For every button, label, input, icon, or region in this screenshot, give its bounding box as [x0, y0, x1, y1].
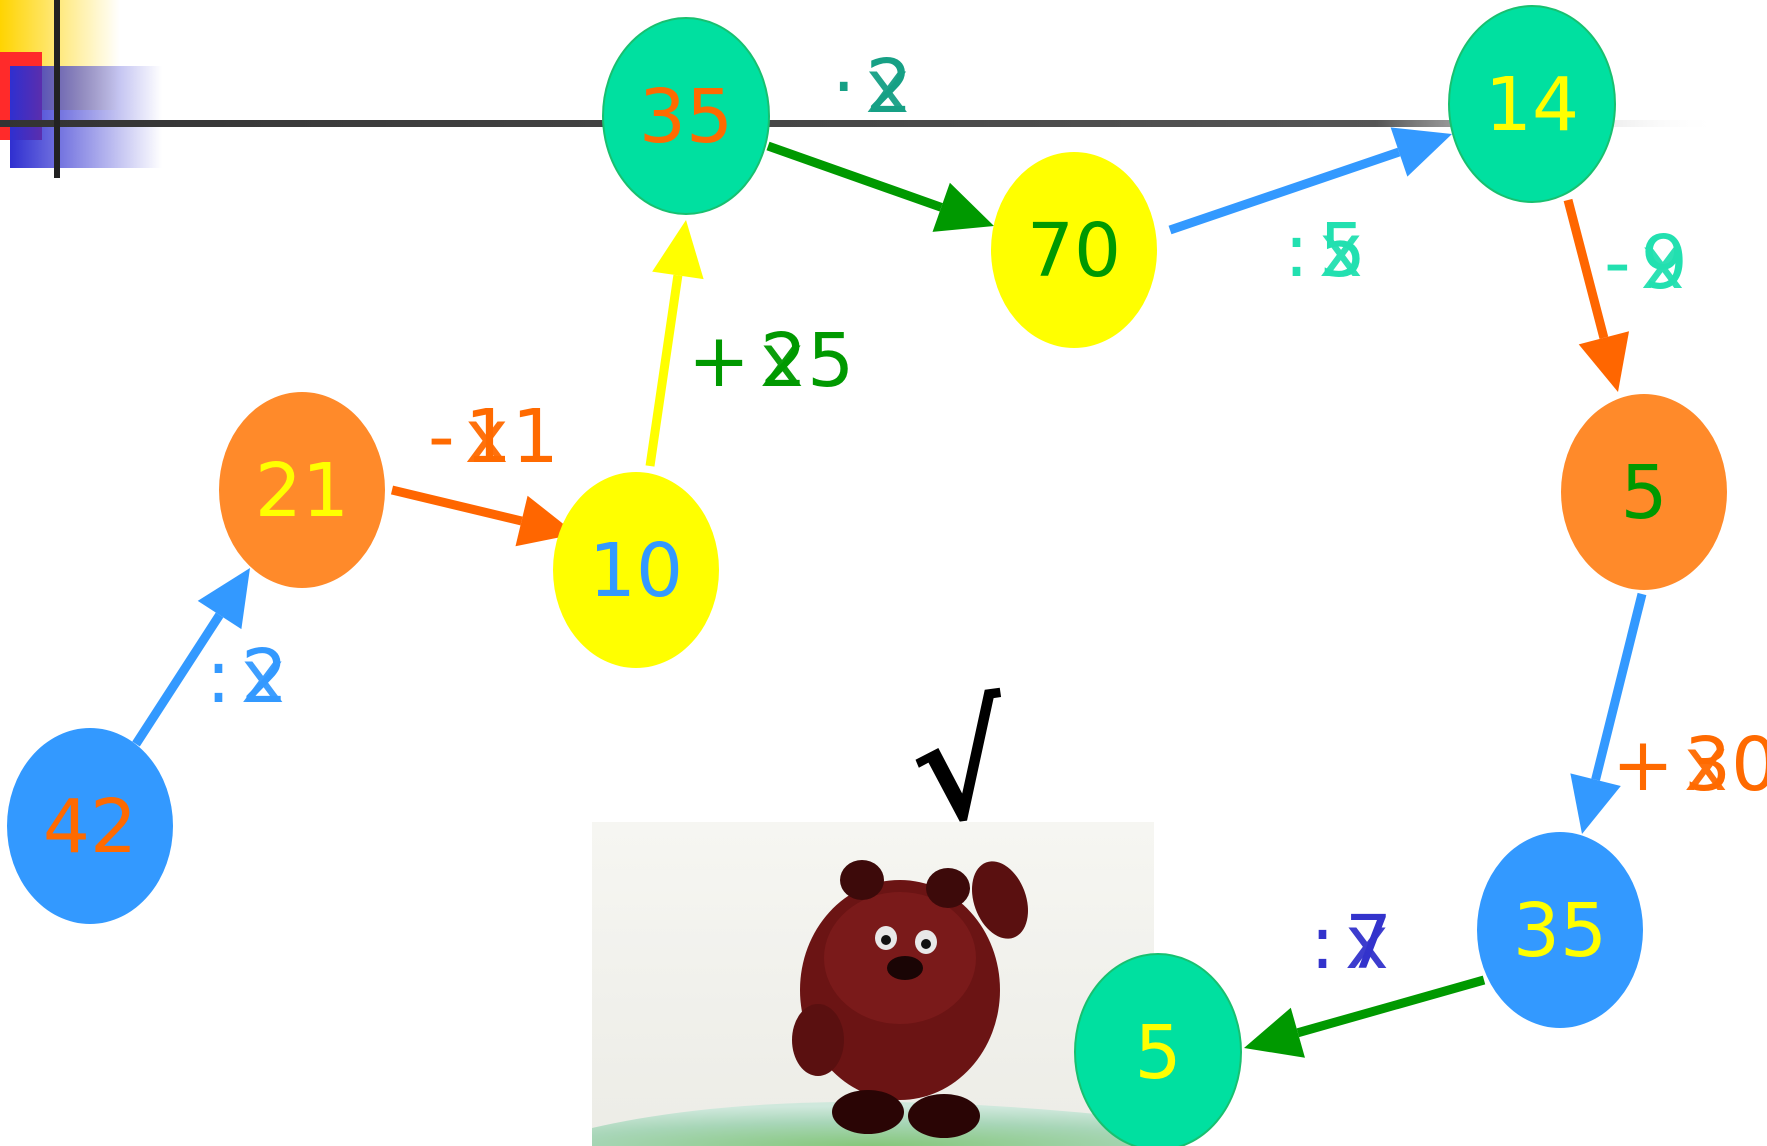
- operation-text: ·2: [832, 44, 913, 130]
- placeholder-x: x: [760, 318, 804, 404]
- node-n21: 21: [219, 392, 385, 588]
- operation-text: :7: [1310, 900, 1392, 986]
- arrows-layer: [132, 127, 1647, 1058]
- arrow-n35a-n70: [766, 141, 943, 212]
- node-circle: [553, 472, 719, 668]
- arrow-n10-n35a: [645, 274, 683, 467]
- decor-vertical-line: [54, 0, 60, 178]
- bear-cartoon-icon: [592, 822, 1154, 1146]
- decor-blue-block: [10, 66, 162, 168]
- node-circle: [1477, 832, 1643, 1028]
- node-circle: [991, 152, 1157, 348]
- placeholder-x: x: [1684, 722, 1728, 808]
- operand-value: 5: [1319, 208, 1366, 294]
- node-circle: [1448, 5, 1616, 203]
- placeholder-x: x: [1641, 220, 1685, 306]
- node-circle: [1561, 394, 1727, 590]
- bear-paw-raised: [971, 861, 1029, 939]
- arrow-n42-n21: [132, 612, 224, 747]
- node-value: 70: [1027, 208, 1121, 294]
- operator: +: [1612, 722, 1674, 808]
- operation-label-n35a-n70: ·2x: [832, 44, 913, 130]
- operation-label-n5a-n35b: +30x: [1612, 722, 1767, 808]
- operation-text: -9: [1604, 220, 1688, 306]
- bear-ear-right: [926, 868, 970, 908]
- operation-label-n10-n35a: +25x: [688, 318, 854, 404]
- header-line: [0, 120, 1720, 127]
- bear-foot-right: [908, 1094, 980, 1138]
- arrowhead-n14-n5a: [1578, 331, 1630, 392]
- node-value: 42: [43, 784, 137, 870]
- operation-text: :2: [206, 634, 288, 720]
- arrowhead-n35a-n70: [932, 182, 994, 232]
- operation-text: +25: [688, 318, 854, 404]
- operand-value: 2: [866, 44, 913, 130]
- node-value: 35: [639, 74, 733, 160]
- arrow-n14-n5a: [1563, 198, 1609, 339]
- operation-label-n70-n14: :5x: [1284, 208, 1366, 294]
- arrow-n70-n14: [1168, 147, 1401, 235]
- operator: -: [428, 394, 455, 480]
- operation-label-n35b-n5b: :7x: [1310, 900, 1392, 986]
- bear-nose: [887, 956, 923, 980]
- node-value: 14: [1485, 62, 1579, 148]
- operator: -: [1604, 220, 1631, 306]
- operator: :: [1284, 208, 1309, 294]
- arrow-n21-n10: [390, 485, 523, 526]
- operation-text: :5: [1284, 208, 1366, 294]
- operation-text: +30: [1612, 722, 1767, 808]
- operation-label-n21-n10: -11x: [428, 394, 559, 480]
- node-n10: 10: [553, 472, 719, 668]
- node-value: 10: [589, 528, 683, 614]
- node-value: 21: [255, 448, 349, 534]
- operand-value: 30: [1684, 722, 1767, 808]
- operator: :: [1310, 900, 1335, 986]
- placeholder-x: x: [241, 634, 285, 720]
- node-n70: 70: [991, 152, 1157, 348]
- arrowhead-n5a-n35b: [1570, 773, 1621, 834]
- arrowhead-n70-n14: [1390, 127, 1452, 177]
- arrow-n35b-n5b: [1296, 975, 1486, 1038]
- bear-arm-left: [792, 1004, 844, 1076]
- operator: ·: [832, 44, 856, 130]
- operation-labels-layer: :2x-11x+25x·2x:5x-9x+30x:7x: [206, 44, 1767, 986]
- placeholder-x: x: [465, 394, 509, 480]
- node-value: 5: [1134, 1010, 1181, 1096]
- node-circle: [1074, 953, 1242, 1146]
- operation-text: -11: [428, 394, 559, 480]
- operation-label-n14-n5a: -9x: [1604, 220, 1688, 306]
- node-n14: 14: [1448, 5, 1616, 203]
- node-value: 35: [1513, 888, 1607, 974]
- operand-value: 7: [1345, 900, 1392, 986]
- placeholder-x: x: [1345, 900, 1389, 986]
- bear-foot-left: [832, 1090, 904, 1134]
- placeholder-x: x: [866, 44, 910, 130]
- operator: +: [688, 318, 750, 404]
- node-n42: 42: [7, 728, 173, 924]
- slide-decoration: [0, 0, 1720, 178]
- placeholder-x: x: [1319, 208, 1363, 294]
- node-n35b: 35: [1477, 832, 1643, 1028]
- operand-value: 11: [465, 394, 559, 480]
- node-value: 5: [1620, 450, 1667, 536]
- bear-ear-left: [840, 860, 884, 900]
- operand-value: 25: [760, 318, 854, 404]
- arrowhead-n35b-n5b: [1244, 1007, 1305, 1058]
- arrow-n5a-n35b: [1591, 592, 1647, 781]
- operator: :: [206, 634, 231, 720]
- operation-label-n42-n21: :2x: [206, 634, 288, 720]
- node-circle: [219, 392, 385, 588]
- arrowhead-n42-n21: [197, 568, 250, 630]
- node-n35a: 35: [602, 17, 770, 215]
- node-circle: [7, 728, 173, 924]
- nodes-layer: 42 21 10 35 70 14 5 35 5: [7, 5, 1727, 1146]
- operand-value: 2: [241, 634, 288, 720]
- arrowhead-n10-n35a: [652, 220, 704, 280]
- node-n5b: 5: [1074, 953, 1242, 1146]
- node-circle: [602, 17, 770, 215]
- node-n5a: 5: [1561, 394, 1727, 590]
- operand-value: 9: [1641, 220, 1688, 306]
